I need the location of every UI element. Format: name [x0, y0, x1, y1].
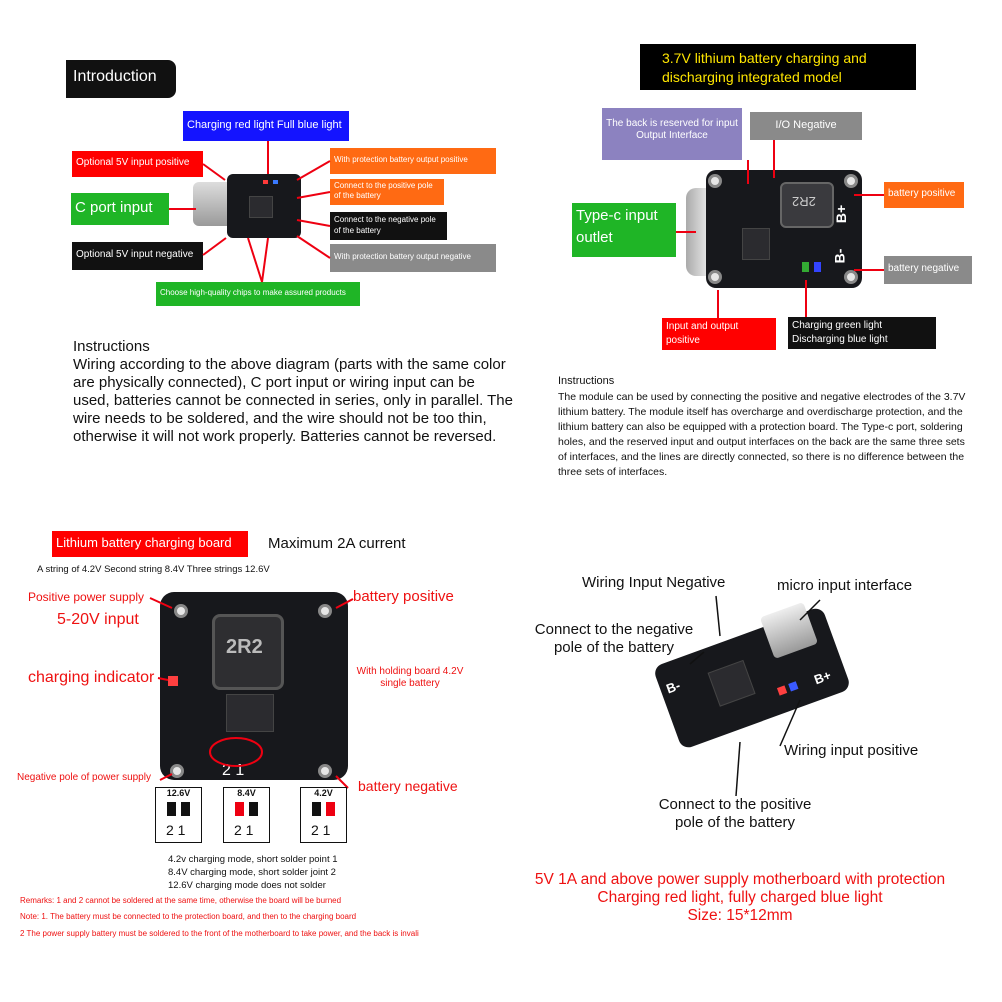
q3-pad-marks: 2 1 [222, 762, 245, 779]
q4-label-wiring-input-positive: Wiring input positive [784, 742, 919, 759]
q1-label-chips: Choose high-quality chips to make assure… [156, 282, 360, 306]
q2-label-io-negative: I/O Negative [750, 112, 862, 140]
q2-mark-bplus: B+ [833, 204, 850, 224]
q2-label-typec: Type-c input outlet [572, 203, 676, 257]
q3-label-battery-negative: battery negative [358, 778, 458, 794]
q3-mode: 4.2V 2 1 [300, 787, 347, 843]
q2-board-image: 2R2 B+ B- [676, 170, 866, 290]
q3-mode-pad-left [235, 802, 244, 816]
q3-mode-pad-left [312, 802, 321, 816]
q2-instructions-title: Instructions [558, 375, 615, 387]
q1-label-5v-negative: Optional 5V input negative [72, 242, 203, 270]
q2-inductor [780, 182, 834, 228]
q1-label-c-port: C port input [71, 193, 169, 225]
q3-strings: A string of 4.2V Second string 8.4V Thre… [37, 564, 270, 575]
q3-inductor [212, 614, 284, 690]
q4-label-connect-negative: Connect to the negative pole of the batt… [534, 621, 694, 656]
q2-title-text: 3.7V lithium battery charging and discha… [662, 50, 867, 85]
q1-instructions-title: Instructions [73, 338, 150, 355]
q3-mode-voltage: 12.6V [166, 788, 191, 798]
q3-mode-note: 12.6V charging mode does not solder [168, 880, 326, 891]
q3-label-voltage-range: 5-20V input [57, 611, 139, 628]
q1-heading [66, 60, 176, 98]
q1-label-charging-light: Charging red light Full blue light [183, 111, 349, 141]
q1-led-blue [273, 180, 278, 184]
q3-chip [226, 694, 274, 732]
q3-mode-voltage: 8.4V [237, 788, 256, 798]
q3-mode-note: 4.2v charging mode, short solder point 1 [168, 854, 338, 865]
q2-pad [708, 270, 722, 284]
q3-mode-voltage: 4.2V [314, 788, 333, 798]
q2-led-blue [814, 262, 821, 272]
q4-footer-line: Size: 15*12mm [687, 907, 793, 924]
q2-chip [742, 228, 770, 260]
q3-mode-note: 8.4V charging mode, short solder joint 2 [168, 867, 336, 878]
q1-label-conn-negative: Connect to the negative pole of the batt… [330, 212, 447, 240]
q2-label-reserved: The back is reserved for input Output In… [602, 108, 742, 160]
q2-label-io-positive: Input and output positive [662, 318, 776, 350]
q3-pad-battery-positive [318, 604, 332, 618]
q2-instructions-body: The module can be used by connecting the… [558, 391, 966, 478]
q1-label-prot-positive: With protection battery output positive [330, 148, 496, 174]
q1-label-conn-positive: Connect to the positive pole of the batt… [330, 179, 444, 205]
q3-mode-pins: 2 1 [311, 822, 331, 838]
q1-board-image [193, 172, 303, 240]
q4-label-wiring-input-negative: Wiring Input Negative [582, 574, 726, 591]
q3-pad-battery-negative [318, 764, 332, 778]
q3-mode: 12.6V 2 1 [155, 787, 202, 843]
q4-footer-line: 5V 1A and above power supply motherboard… [534, 871, 946, 888]
q1-label-prot-negative: With protection battery output negative [330, 244, 496, 272]
q2-led-green [802, 262, 809, 272]
q3-label-negative-supply: Negative pole of power supply [17, 772, 151, 783]
q3-mode-pad-right [326, 802, 335, 816]
q1-chip [249, 196, 273, 218]
q2-inductor-text: 2R2 [792, 194, 816, 209]
usb-c-connector [193, 182, 233, 226]
q3-label-holding-board: With holding board 4.2V single battery [356, 666, 464, 689]
q4-label-connect-positive: Connect to the positive pole of the batt… [658, 796, 812, 831]
q3-mode-pad-right [249, 802, 258, 816]
q3-label-positive-supply: Positive power supply [28, 590, 145, 604]
q2-pad [844, 174, 858, 188]
q2-pad [708, 174, 722, 188]
q4-footer-line: Charging red light, fully charged blue l… [597, 889, 883, 906]
q4-label-micro-input: micro input interface [777, 577, 913, 594]
q2-pad [844, 270, 858, 284]
q3-remark: Note: 1. The battery must be connected t… [20, 912, 357, 921]
q3-mode-pad-left [167, 802, 176, 816]
q2-title [640, 44, 916, 90]
q2-mark-bminus: B- [831, 248, 848, 264]
q3-mode: 8.4V 2 1 [223, 787, 270, 843]
q1-instructions-body: Wiring according to the above diagram (p… [73, 356, 513, 445]
q3-charging-led [168, 676, 178, 686]
q3-title: Lithium battery charging board [52, 531, 248, 557]
q3-remark: Remarks: 1 and 2 cannot be soldered at t… [20, 896, 342, 905]
q3-label-battery-positive: battery positive [353, 588, 454, 605]
q3-label-charging-indicator: charging indicator [28, 669, 155, 686]
q3-max-current: Maximum 2A current [268, 535, 406, 552]
q3-inductor-text: 2R2 [226, 636, 263, 658]
q3-remark: 2 The power supply battery must be solde… [20, 929, 419, 938]
q2-label-charging-light: Charging green light Discharging blue li… [788, 317, 936, 349]
q3-pad-negative-supply [170, 764, 184, 778]
q2-label-battery-negative: battery negative [884, 256, 972, 284]
q3-mode-pad-right [181, 802, 190, 816]
q2-label-battery-positive: battery positive [884, 182, 964, 208]
q3-mode-pins: 2 1 [234, 822, 254, 838]
q3-mode-pins: 2 1 [166, 822, 186, 838]
q1-led-red [263, 180, 268, 184]
q1-label-5v-positive: Optional 5V input positive [72, 151, 203, 177]
q1-heading-text: Introduction [73, 68, 157, 85]
q3-pad-positive-supply [174, 604, 188, 618]
